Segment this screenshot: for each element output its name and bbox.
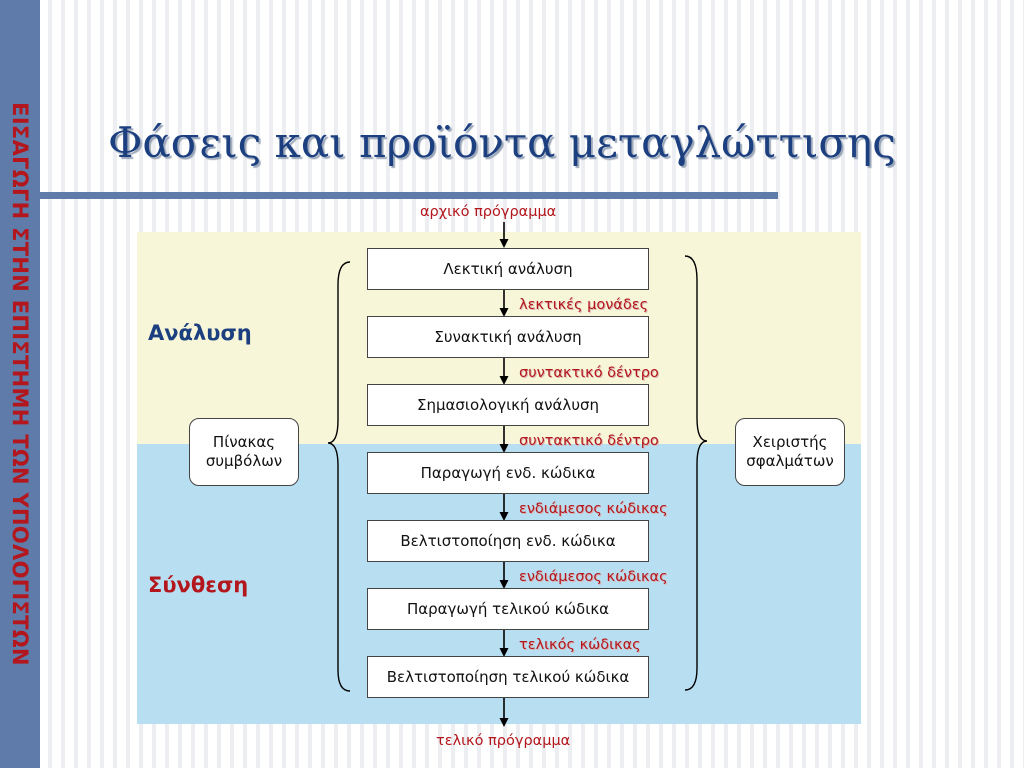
section-label-synthesis: Σύνθεση <box>148 573 249 597</box>
error-handler-line2: σφαλμάτων <box>746 452 834 470</box>
output-label: τελικό πρόγραμμα <box>436 733 571 749</box>
symbol-table-box: Πίνακας συμβόλων <box>189 418 299 486</box>
phase-box: Βελτιστοποίηση ενδ. κώδικα <box>367 520 649 562</box>
product-label: ενδιάμεσος κώδικας <box>519 501 668 517</box>
phase-box: Παραγωγή τελικού κώδικα <box>367 588 649 630</box>
symbol-table-line1: Πίνακας <box>212 432 276 451</box>
phase-box: Λεκτική ανάλυση <box>367 248 649 290</box>
product-label: τελικός κώδικας <box>519 637 641 653</box>
left-brace <box>327 261 351 692</box>
error-handler-box: Χειριστής σφαλμάτων <box>735 418 845 486</box>
input-label: αρχικό πρόγραμμα <box>420 204 557 220</box>
phase-box: Σημασιολογική ανάλυση <box>367 384 649 426</box>
slide-title: Φάσεις και προϊόντα μεταγλώττισης <box>108 118 896 167</box>
right-brace <box>684 255 708 691</box>
symbol-table-line2: συμβόλων <box>205 452 283 470</box>
product-label: λεκτικές μονάδες <box>519 297 649 313</box>
title-underline <box>40 192 778 199</box>
section-label-analysis: Ανάλυση <box>148 321 252 345</box>
product-label: συντακτικό δέντρο <box>519 433 659 449</box>
error-handler-line1: Χειριστής <box>752 432 828 451</box>
sidebar: ΕΙΣΑΓΩΓΗ ΣΤΗΝ ΕΠΙΣΤΗΜΗ ΤΩΝ ΥΠΟΛΟΓΙΣΤΩΝ <box>0 0 40 768</box>
product-label: ενδιάμεσος κώδικας <box>519 569 668 585</box>
phase-box: Βελτιστοποίηση τελικού κώδικα <box>367 656 649 698</box>
phase-box: Παραγωγή ενδ. κώδικα <box>367 452 649 494</box>
product-label: συντακτικό δέντρο <box>519 365 659 381</box>
phase-box: Συνακτική ανάλυση <box>367 316 649 358</box>
